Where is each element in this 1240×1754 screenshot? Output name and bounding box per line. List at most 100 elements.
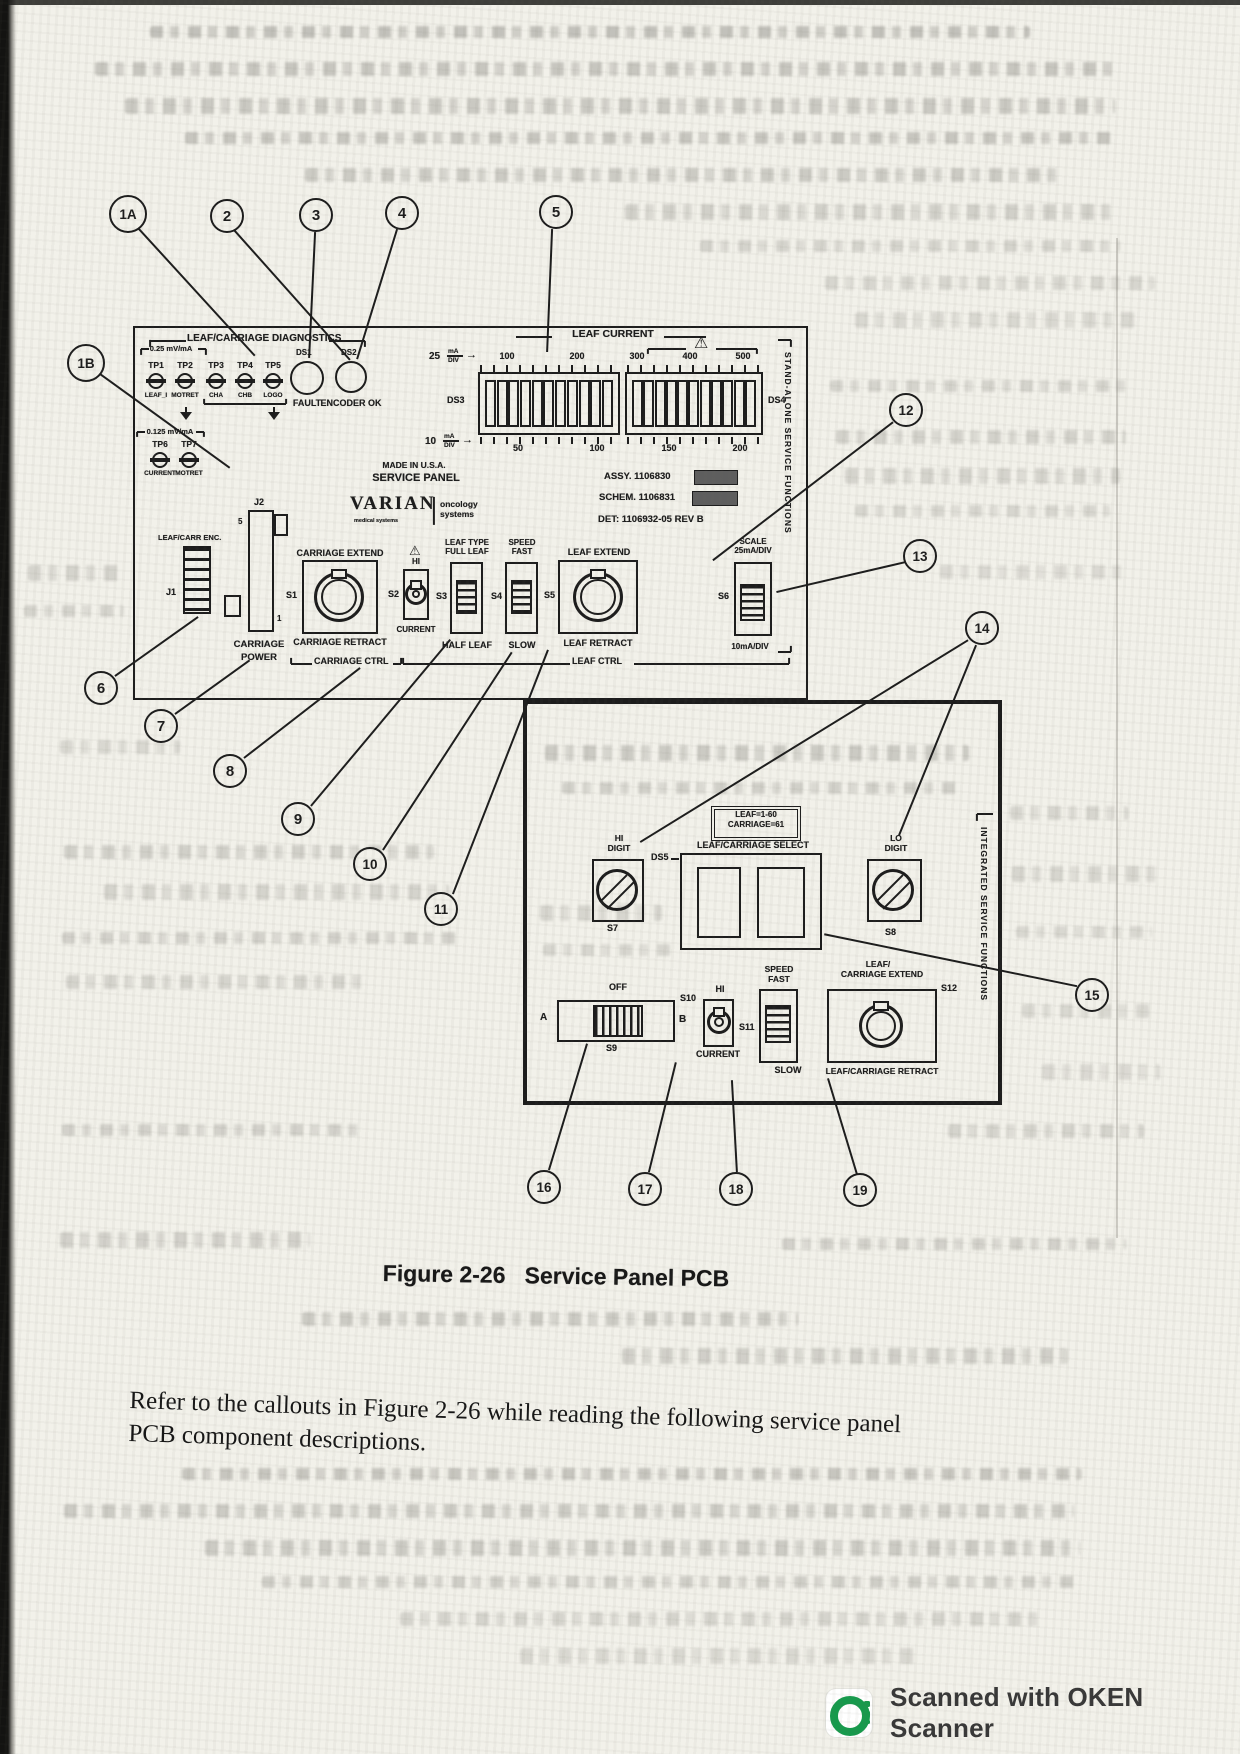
ln: [648, 348, 686, 350]
callout-16: 16: [527, 1170, 561, 1204]
warning-icon: ⚠: [409, 544, 421, 559]
ds1-label: DS1: [296, 348, 312, 357]
bleedthrough-smudge: [948, 1124, 1144, 1138]
s12-switch-body: [827, 989, 937, 1063]
s9-slider: [593, 1005, 643, 1037]
ln: [203, 431, 205, 437]
ds3-bargraph: [478, 372, 620, 435]
s4-label: S4: [491, 591, 503, 601]
s8-top-label-1: LO: [890, 833, 902, 843]
j2-tab: [274, 514, 288, 536]
scale-lo-arrow: →: [462, 434, 473, 446]
ds3-top-ticks: [480, 365, 620, 372]
s9-a-label: A: [540, 1012, 548, 1023]
bleedthrough-smudge: [60, 740, 180, 754]
j2-connector: [248, 510, 274, 632]
tp2-signal: MOTRET: [171, 392, 199, 399]
bleedthrough-smudge: [125, 98, 1115, 114]
s11-bottom-label: SLOW: [774, 1065, 802, 1075]
ds4-label: DS4: [768, 395, 786, 405]
upper-panel-outline: [133, 326, 808, 700]
s9-b-label: B: [679, 1014, 687, 1025]
encoder-ok-label: ENCODER OK: [320, 398, 382, 408]
ground-icon: [180, 407, 192, 421]
s11-slider: [765, 1005, 791, 1043]
scale-hi-num: 25: [429, 351, 441, 362]
ln: [671, 858, 679, 860]
bleedthrough-smudge: [540, 905, 662, 921]
s1-top-label: CARRIAGE EXTEND: [296, 548, 384, 558]
tick-100b: 100: [589, 443, 605, 453]
s12-top-label-2: CARRIAGE EXTEND: [840, 969, 924, 979]
ln: [778, 651, 791, 653]
bleedthrough-smudge: [104, 884, 449, 900]
tp7-signal: MOTRET: [175, 470, 203, 477]
leaf-ctrl-label: LEAF CTRL: [572, 656, 622, 666]
assy-bar: [694, 470, 738, 485]
s2-rotary: [405, 580, 427, 605]
tp3-label: TP3: [208, 360, 224, 370]
bleedthrough-smudge: [562, 782, 958, 794]
ds4-bargraph: [625, 372, 763, 435]
s9-top-label: OFF: [609, 982, 627, 992]
ln: [141, 348, 149, 350]
s1-switch-body: [302, 560, 378, 634]
select-legend-outer: [711, 806, 801, 841]
bleedthrough-smudge: [64, 845, 434, 859]
s8-rotary: [872, 869, 914, 911]
schem-number: SCHEM. 1106831: [599, 492, 676, 503]
s10-switch-body: [703, 999, 734, 1047]
carriage-ctrl-label: CARRIAGE CTRL: [314, 656, 389, 666]
bleedthrough-smudge: [700, 240, 1120, 252]
bleedthrough-smudge: [185, 132, 1115, 144]
s1-bottom-label: CARRIAGE RETRACT: [293, 637, 387, 647]
bleedthrough-smudge: [62, 1124, 362, 1136]
tp4-label: TP4: [237, 360, 253, 370]
s1-label: S1: [286, 590, 298, 600]
s7-rotary: [596, 869, 638, 911]
s4-top-label-1: SPEED: [508, 538, 536, 547]
varian-sub: medical systems: [354, 518, 399, 524]
s7-top-label-2: DIGIT: [607, 843, 631, 853]
s9-switch-body: [557, 1000, 675, 1042]
leaf-current-header: LEAF CURRENT: [572, 328, 654, 340]
s6-top-label-1: SCALE: [739, 537, 767, 546]
s3-bottom-label: HALF LEAF: [442, 640, 492, 650]
scale-hi-unit-bot: DIV: [448, 357, 459, 364]
s2-switch-body: [403, 569, 429, 620]
j2-pin1: 1: [277, 614, 282, 623]
callout-19: 19: [843, 1173, 877, 1207]
bleedthrough-smudge: [1042, 1064, 1160, 1080]
leafcurrent-dash-right: [664, 336, 706, 338]
select-legend-2: CARRIAGE=61: [727, 820, 785, 829]
ds5-digit-1: [697, 867, 741, 938]
s7-switch-body: [592, 859, 644, 922]
tp7-label: TP7: [181, 439, 197, 449]
s12-rotary: [859, 1001, 903, 1048]
s10-rotary: [707, 1007, 731, 1034]
det-number: DET: 1106932-05 REV B: [598, 514, 704, 525]
s7-top-label-1: HI: [614, 833, 624, 843]
bleedthrough-smudge: [855, 505, 1110, 517]
oken-logo-icon: [826, 1689, 873, 1737]
systems-label: systems: [440, 509, 475, 519]
callout-9: 9: [281, 802, 315, 836]
ln: [976, 813, 978, 821]
bleedthrough-smudge: [622, 1348, 1068, 1364]
ln: [790, 339, 792, 347]
tp3-signal: CHA: [208, 392, 224, 399]
j1-connector: [183, 546, 211, 614]
carriage-power-1: CARRIAGE: [233, 639, 285, 650]
testpoint-tp5: [263, 373, 283, 389]
stand-alone-label: STAND-ALONE SERVICE FUNCTIONS: [783, 352, 793, 534]
ln: [647, 348, 649, 354]
testpoint-tp2: [175, 373, 195, 389]
s2-bottom-label: CURRENT: [396, 625, 436, 634]
carriage-power-block: [224, 595, 241, 617]
s10-label: S10: [680, 993, 697, 1003]
ln: [137, 431, 145, 433]
ds5-label: DS5: [651, 852, 669, 862]
s3-top-label-2: FULL LEAF: [445, 547, 489, 556]
carriage-power-2: POWER: [241, 652, 277, 663]
